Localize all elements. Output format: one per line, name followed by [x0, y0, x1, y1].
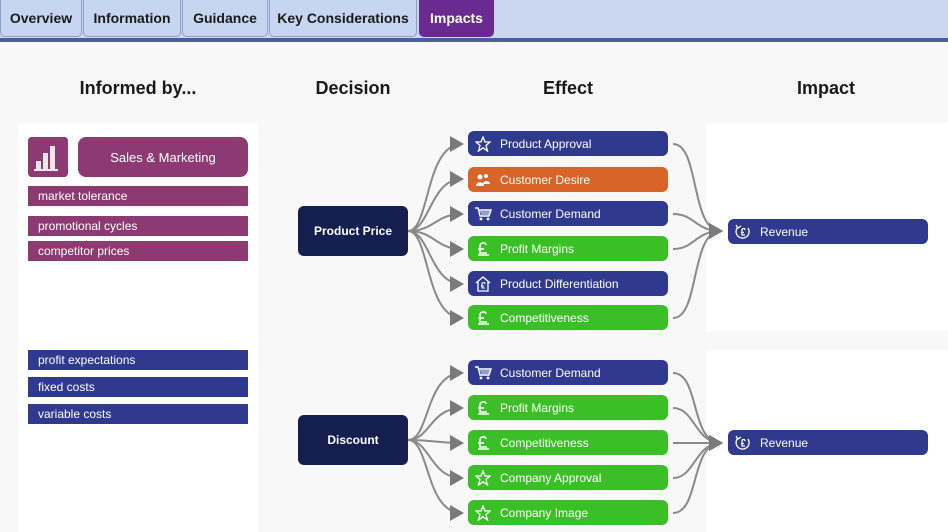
informed-item-profit-expectations[interactable]: profit expectations: [28, 350, 248, 370]
effect-label: Competitiveness: [500, 310, 589, 325]
impact-label: Revenue: [760, 224, 809, 239]
effect-label: Product Differentiation: [500, 276, 619, 291]
house-pound-icon: [474, 275, 492, 293]
heading-informed-by: Informed by...: [79, 78, 197, 98]
effect-label: Customer Desire: [500, 172, 591, 187]
informed-item-fixed-costs[interactable]: fixed costs: [28, 377, 248, 397]
heading-effect: Effect: [542, 78, 593, 98]
tab-key-considerations[interactable]: Key Considerations: [269, 0, 417, 37]
pound-icon: [474, 309, 492, 327]
effect-profit-margins[interactable]: Profit Margins: [468, 236, 668, 261]
impact-revenue[interactable]: Revenue: [728, 430, 928, 455]
effect-competitiveness[interactable]: Competitiveness: [468, 305, 668, 330]
people-icon: [474, 171, 492, 189]
sales-marketing-logo: [28, 137, 68, 177]
informed-item-promotional-cycles[interactable]: promotional cycles: [28, 216, 248, 236]
pound-cycle-icon: [734, 223, 752, 241]
informed-by-panel: [18, 123, 258, 532]
cart-icon: [474, 364, 492, 382]
decision-product-price[interactable]: Product Price: [298, 206, 408, 256]
effect-label: Profit Margins: [500, 400, 575, 415]
decision-discount[interactable]: Discount: [298, 415, 408, 465]
pound-cycle-icon: [734, 434, 752, 452]
informed-item-market-tolerance[interactable]: market tolerance: [28, 186, 248, 206]
effect-customer-desire[interactable]: Customer Desire: [468, 167, 668, 192]
pound-icon: [474, 434, 492, 452]
effect-label: Competitiveness: [500, 435, 589, 450]
informed-item-competitor-prices[interactable]: competitor prices: [28, 241, 248, 261]
star-icon: [474, 469, 492, 487]
effect-company-approval[interactable]: Company Approval: [468, 465, 668, 490]
effect-label: Customer Demand: [500, 365, 601, 380]
impact-label: Revenue: [760, 435, 809, 450]
tab-impacts[interactable]: Impacts: [419, 0, 494, 37]
tab-guidance[interactable]: Guidance: [182, 0, 268, 37]
tab-bar: Overview Information Guidance Key Consid…: [0, 0, 948, 42]
effect-label: Company Image: [500, 505, 589, 520]
effect-company-image[interactable]: Company Image: [468, 500, 668, 525]
pound-icon: [474, 240, 492, 258]
effect-product-differentiation[interactable]: Product Differentiation: [468, 271, 668, 296]
impact-revenue[interactable]: Revenue: [728, 219, 928, 244]
bar-chart-icon: [28, 137, 68, 177]
cart-icon: [474, 205, 492, 223]
effect-customer-demand[interactable]: Customer Demand: [468, 360, 668, 385]
effect-customer-demand[interactable]: Customer Demand: [468, 201, 668, 226]
informed-item-variable-costs[interactable]: variable costs: [28, 404, 248, 424]
effect-label: Customer Demand: [500, 206, 601, 221]
tab-information[interactable]: Information: [83, 0, 181, 37]
effect-label: Company Approval: [500, 470, 602, 485]
heading-decision: Decision: [315, 78, 391, 98]
star-icon: [474, 135, 492, 153]
tab-overview[interactable]: Overview: [0, 0, 82, 37]
effect-product-approval[interactable]: Product Approval: [468, 131, 668, 156]
effect-profit-margins[interactable]: Profit Margins: [468, 395, 668, 420]
effect-competitiveness[interactable]: Competitiveness: [468, 430, 668, 455]
sales-marketing-button[interactable]: Sales & Marketing: [78, 137, 248, 177]
pound-icon: [474, 399, 492, 417]
effect-label: Profit Margins: [500, 241, 575, 256]
effect-label: Product Approval: [500, 136, 592, 151]
heading-impact: Impact: [796, 78, 856, 98]
star-icon: [474, 504, 492, 522]
